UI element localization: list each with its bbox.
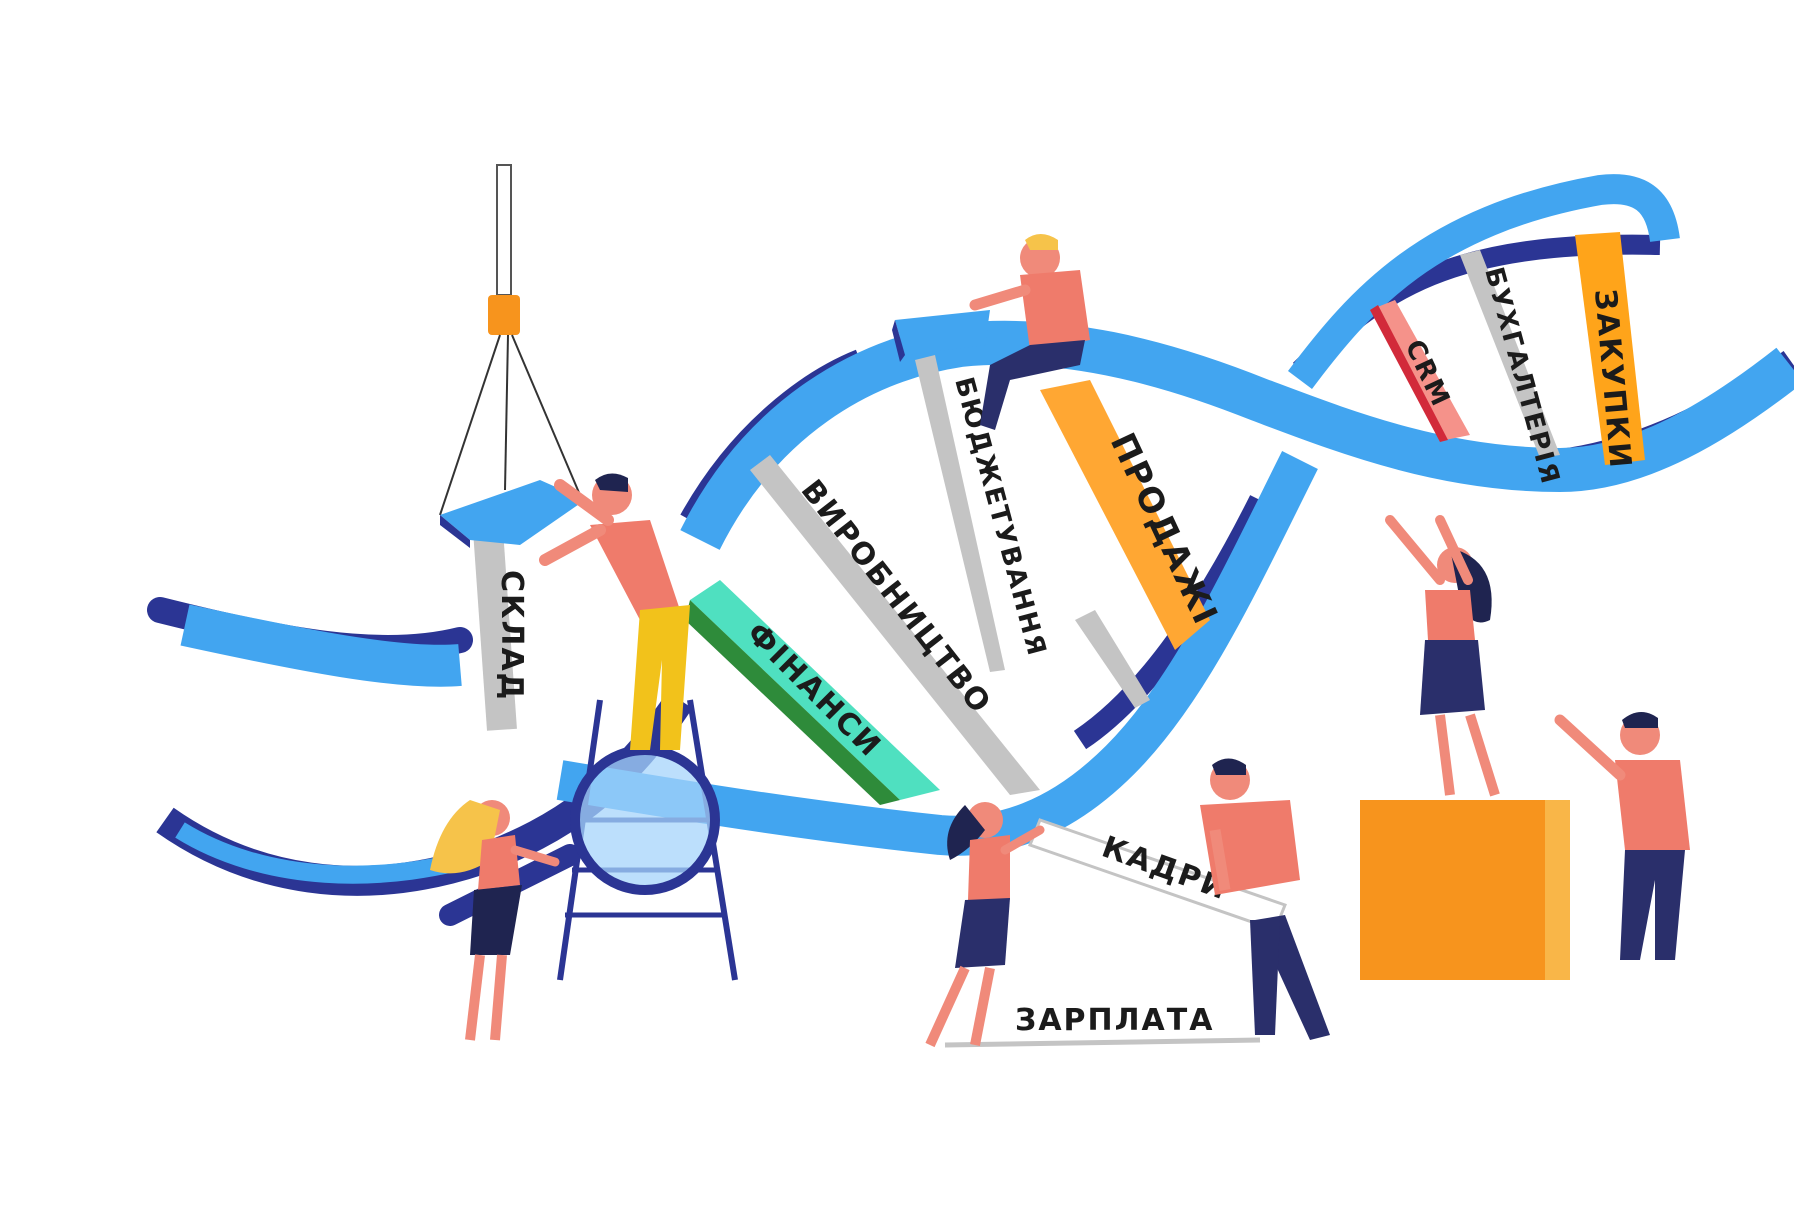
person-man-pointing bbox=[1554, 711, 1690, 960]
person-woman-kadry bbox=[925, 802, 1045, 1048]
label-sklad: СКЛАД bbox=[494, 570, 529, 701]
rung-zarplata: ЗАРПЛАТА bbox=[944, 1003, 1261, 1048]
person-man-kadry bbox=[1200, 758, 1330, 1040]
crane-hook-icon bbox=[439, 164, 581, 516]
orange-block bbox=[1360, 800, 1570, 980]
person-man-sitting bbox=[969, 234, 1090, 430]
dna-front-strand bbox=[175, 174, 1794, 884]
label-zarplata: ЗАРПЛАТА bbox=[1015, 1003, 1214, 1038]
rung-crm: CRM bbox=[1370, 300, 1470, 442]
person-man-on-ladder bbox=[539, 473, 690, 750]
person-woman-magnifier bbox=[430, 800, 560, 1041]
rung-sklad: СКЛАД bbox=[473, 529, 529, 731]
rung-zakupky: ЗАКУПКИ bbox=[1575, 232, 1645, 471]
rung-prodazhi: ПРОДАЖІ bbox=[1040, 380, 1226, 650]
rung-broken bbox=[1075, 610, 1150, 708]
person-woman-on-block bbox=[1385, 515, 1500, 797]
puzzle-piece-icon bbox=[440, 310, 990, 548]
